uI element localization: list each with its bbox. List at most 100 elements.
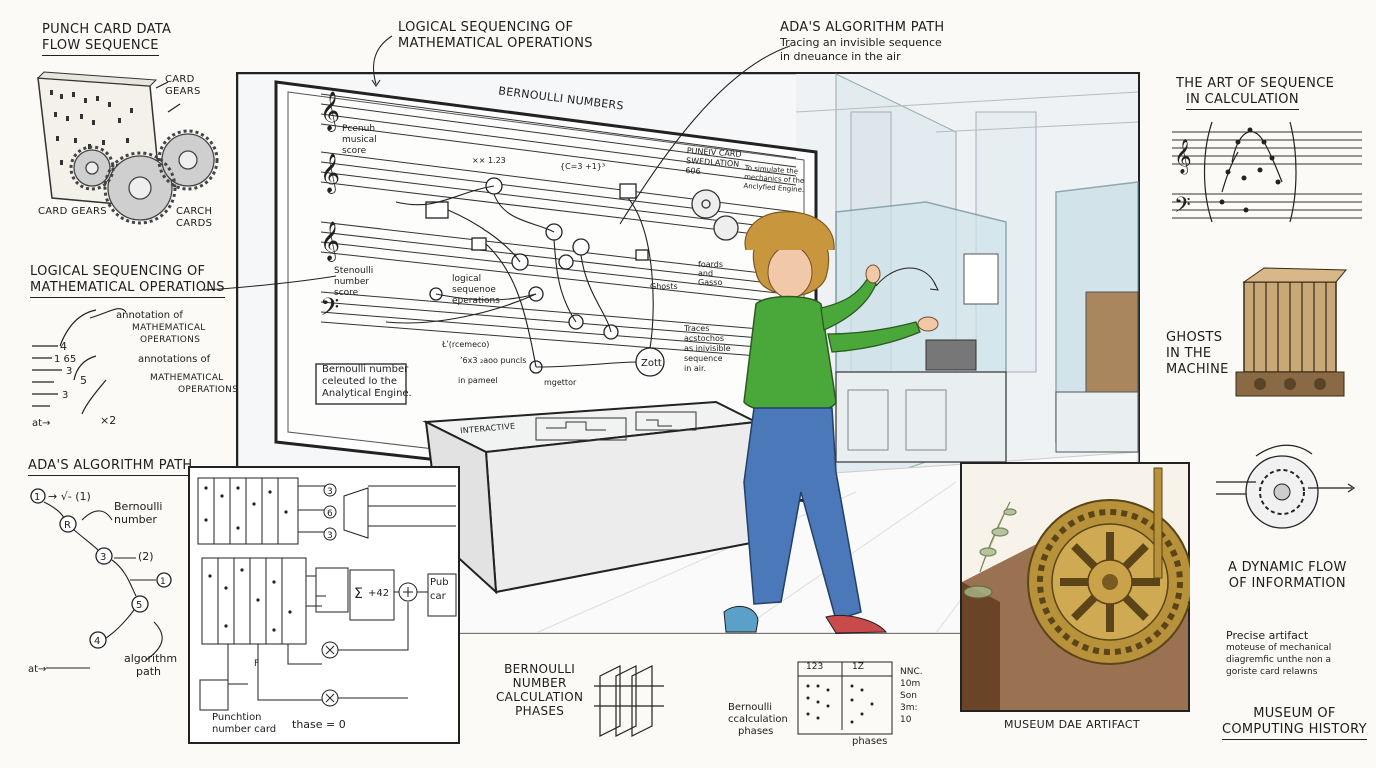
card-gears-top-label: CARD GEARS xyxy=(165,74,201,98)
algorithm-path-line2: path xyxy=(136,665,162,678)
art-of-sequence-label: THE ART OF SEQUENCE IN CALCULATION xyxy=(1176,76,1334,110)
svg-text:𝄢: 𝄢 xyxy=(1174,193,1191,223)
board-ghosts: Ghosts xyxy=(650,282,678,291)
musical-staff-sketch: 𝄞 𝄢 xyxy=(1172,121,1362,223)
art-of-sequence-line1: THE ART OF SEQUENCE xyxy=(1176,76,1335,91)
board-formula-c: ’6x3 ₂aoo puncls xyxy=(460,356,527,365)
board-zott: Zott xyxy=(641,358,662,369)
svg-text:Σ: Σ xyxy=(354,586,363,602)
algorithm-path-diagram: 1R 35 41 → √- (1)(2) at→ xyxy=(28,488,172,675)
phase-table-sketch xyxy=(797,661,893,735)
information-flow-sketch xyxy=(1216,444,1356,529)
board-logical-seq-2: sequenoe xyxy=(452,285,496,295)
board-traces-4: sequence xyxy=(684,354,723,363)
board-formula-d: in pameel xyxy=(458,376,498,385)
pub-car-label: Pub car xyxy=(430,576,449,604)
difference-engine-sketch xyxy=(1235,267,1348,397)
card-gears-top-line2: GEARS xyxy=(165,86,201,97)
ada-path-top-sub2: in dneuance in the air xyxy=(780,50,901,63)
logical-top-line1: LOGICAL SEQUENCING OF xyxy=(398,20,574,35)
art-of-sequence-line2: IN CALCULATION xyxy=(1186,92,1299,110)
precise-artifact-label: Precise artifact moteuse of mechanical d… xyxy=(1226,630,1331,678)
pub-car-line1: Pub xyxy=(430,577,449,588)
board-bernoulli-box-3: Analytical Engine. xyxy=(322,388,412,399)
algorithm-path-label: algorithm path xyxy=(124,652,177,678)
annotation-of-label: annotation of MATHEMATICAL OPERATIONS xyxy=(116,310,206,346)
board-bernoulli-box: Bernoulli number celeuted lo the Analyti… xyxy=(322,364,412,400)
svg-text:𝄞: 𝄞 xyxy=(320,153,340,194)
punch-card-circuit-panel: 363 Σ+42 F xyxy=(188,466,460,744)
board-bernoulli-box-1: Bernoulli number xyxy=(322,364,409,375)
ghosts-machine-label: GHOSTS IN THE MACHINE xyxy=(1166,330,1229,378)
dynamic-flow-label: A DYNAMIC FLOW OF INFORMATION xyxy=(1228,560,1347,592)
bernoulli-calc-phases-line1: Bernoulli xyxy=(728,702,773,713)
svg-text:1: 1 xyxy=(160,577,166,587)
board-formula-e: mgettor xyxy=(544,378,577,387)
svg-text:(2): (2) xyxy=(138,550,154,563)
precise-artifact-line2: moteuse of mechanical xyxy=(1226,643,1332,653)
phase-right-5: 10 xyxy=(900,715,912,725)
ghosts-line2: IN THE xyxy=(1166,346,1212,361)
punchtion-card-line2: number card xyxy=(212,724,277,735)
bernoulli-calc-phases-label: Bernoulli ccalculation phases xyxy=(728,702,788,738)
museum-history-label: MUSEUM OF COMPUTING HISTORY xyxy=(1222,706,1367,740)
phase-right-2: 10m xyxy=(900,679,921,689)
phase-table-right: NNC. 10m Son 3m: 10 xyxy=(900,666,923,726)
phase-table-head-1: 123 xyxy=(806,662,824,672)
museum-artifact-label: MUSEUM DAE ARTIFACT xyxy=(1004,718,1140,731)
bernoulli-phases-line2: NUMBER xyxy=(512,676,567,690)
card-rack-sketch xyxy=(594,665,664,737)
board-stenoulli-3: score xyxy=(334,288,359,298)
card-gears-bottom-label: CARD GEARS xyxy=(38,206,107,217)
ada-path-top-title: ADA'S ALGORITHM PATH xyxy=(780,20,945,35)
board-foards-2: and xyxy=(698,269,714,278)
punchtion-card-line1: Punchtion xyxy=(212,712,262,723)
svg-text:at→: at→ xyxy=(32,418,50,429)
logical-sequencing-left-label: LOGICAL SEQUENCING OF MATHEMATICAL OPERA… xyxy=(30,264,225,298)
bernoulli-calc-phases-line2: ccalculation xyxy=(728,714,788,725)
annotation-of-line3: OPERATIONS xyxy=(140,335,201,345)
dynamic-flow-line2: OF INFORMATION xyxy=(1228,576,1346,591)
board-foards-3: Gasso xyxy=(698,278,723,287)
annotations-of-label: annotations of MATHEMATICAL OPERATIONS xyxy=(138,354,238,396)
svg-text:3: 3 xyxy=(327,531,333,541)
punch-card-title: PUNCH CARD DATA FLOW SEQUENCE xyxy=(42,22,171,56)
svg-text:5: 5 xyxy=(136,600,142,611)
bernoulli-number-line2: number xyxy=(114,513,157,526)
precise-artifact-line4: goriste card relawns xyxy=(1226,667,1318,677)
carch-cards-label: CARCH CARDS xyxy=(176,206,212,230)
svg-text:4: 4 xyxy=(60,340,67,353)
board-stenoulli-1: Stenoulli xyxy=(334,266,374,276)
thase-label: thase = 0 xyxy=(292,718,346,731)
board-formula-a: ×× 1.23 xyxy=(472,156,506,165)
svg-text:+42: +42 xyxy=(368,588,389,599)
svg-text:1: 1 xyxy=(34,492,40,503)
board-logical-seq: logical sequenoe eperations xyxy=(452,274,500,307)
logical-left-line1: LOGICAL SEQUENCING OF xyxy=(30,264,206,279)
board-bernoulli-box-2: celeuted lo the xyxy=(322,376,398,387)
phase-right-4: 3m: xyxy=(900,703,918,713)
svg-text:at→: at→ xyxy=(28,664,46,675)
precise-artifact-line1: Precise artifact xyxy=(1226,629,1309,642)
svg-text:F: F xyxy=(254,659,259,669)
board-formula-f: Łʹ(rcemeco) xyxy=(442,340,490,349)
svg-text:3: 3 xyxy=(327,487,333,497)
card-gears-top-line1: CARD xyxy=(165,74,195,85)
ghosts-line1: GHOSTS xyxy=(1166,330,1223,345)
board-formula-b: {C=3 +1}³ xyxy=(560,162,606,171)
board-traces-1: Traces xyxy=(684,324,710,333)
board-logical-seq-1: logical xyxy=(452,274,482,284)
logical-sequencing-top-label: LOGICAL SEQUENCING OF MATHEMATICAL OPERA… xyxy=(398,20,593,52)
board-traces-2: acstochos xyxy=(684,334,725,343)
phase-table-head-2: 1Z xyxy=(852,662,864,672)
carch-cards-line2: CARDS xyxy=(176,218,213,229)
bernoulli-calc-phases-line3: phases xyxy=(738,726,774,737)
board-punch-musical-2: musical xyxy=(342,135,377,145)
bernoulli-phases-line4: PHASES xyxy=(515,704,565,718)
board-foards: foards and Gasso xyxy=(698,260,723,287)
punchtion-card-label: Punchtion number card xyxy=(212,712,276,736)
svg-text:3: 3 xyxy=(62,390,68,401)
ada-path-left-label: ADA'S ALGORITHM PATH xyxy=(28,458,193,476)
carch-cards-line1: CARCH xyxy=(176,206,213,217)
